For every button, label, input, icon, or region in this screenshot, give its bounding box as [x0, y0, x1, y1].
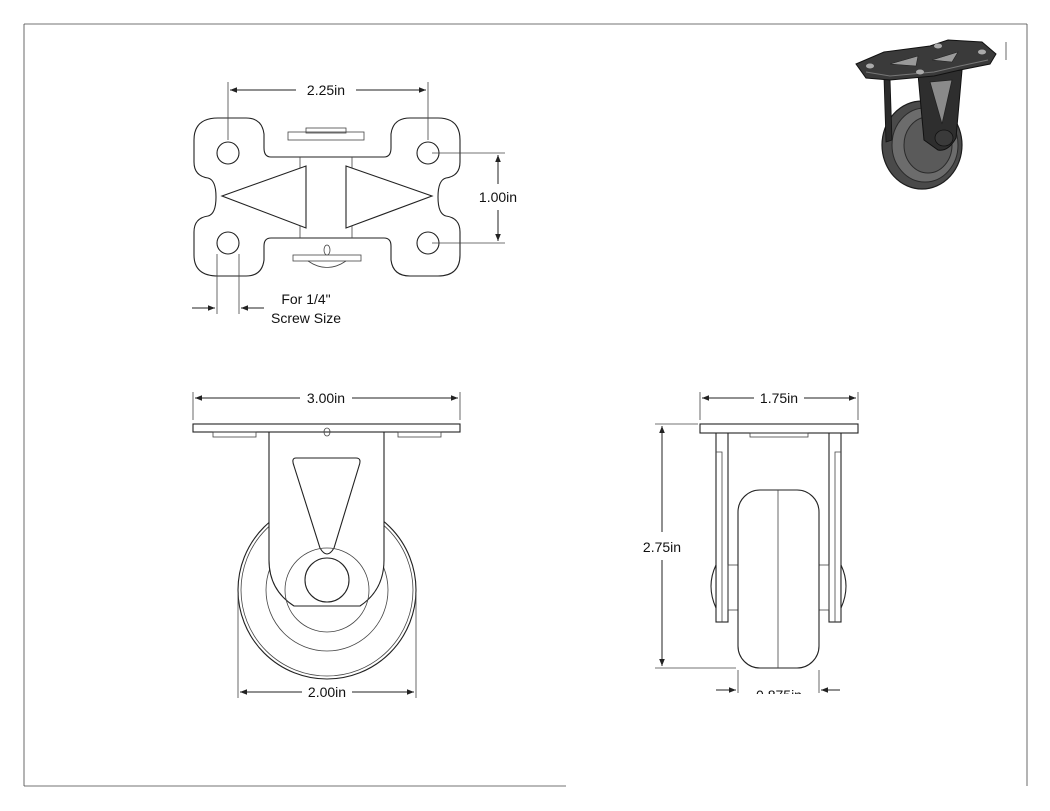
mount-hole-tl: [216, 141, 240, 165]
screw-note-line2: Screw Size: [271, 310, 341, 326]
screw-note-line1: For 1/4": [281, 291, 330, 307]
dim-side-width: 1.75in: [760, 390, 798, 406]
bracket-tri-cutout: [292, 457, 361, 555]
dim-hole-spacing-x: 2.25in: [307, 82, 345, 98]
top-plate-outline: [193, 117, 461, 277]
top-view: 2.25in 1.00in For 1/4" Screw Size: [192, 82, 517, 326]
mount-hole-bl: [216, 231, 240, 255]
sheet-border: [23, 23, 1028, 787]
dim-wheel-width: 0.875in: [756, 687, 802, 703]
tri-cutout-right: [345, 165, 434, 229]
dim-overall-height: 2.75in: [643, 539, 681, 555]
axle-hub: [304, 557, 350, 603]
side-wheel: [737, 489, 820, 669]
dim-plate-width: 3.00in: [307, 390, 345, 406]
isometric-render: [855, 39, 997, 190]
tri-cutout-left: [220, 165, 307, 229]
dim-hole-spacing-y: 1.00in: [479, 189, 517, 205]
side-top-plate: [699, 423, 859, 434]
dim-wheel-diameter: 2.00in: [308, 684, 346, 700]
side-view: 1.75in 2.75in 0.875in: [643, 390, 859, 703]
front-view: 3.00in 2.00in: [192, 390, 461, 700]
